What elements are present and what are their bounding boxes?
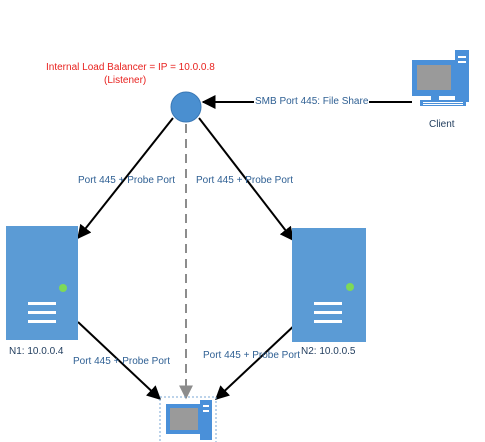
n2-to-share-arrow <box>214 321 299 400</box>
lb-to-n1-arrow <box>77 117 174 240</box>
n1-upper-link-label: Port 445 + Probe Port <box>78 175 176 186</box>
load-balancer-circle <box>170 91 202 123</box>
n2-label: N2: 10.0.0.5 <box>301 346 356 357</box>
lb-to-n2-arrow <box>198 117 294 242</box>
load-balancer-title: Internal Load Balancer = IP = 10.0.0.8 <box>46 62 215 73</box>
n1-label: N1: 10.0.0.4 <box>9 346 64 357</box>
n1-to-share-arrow <box>77 321 162 400</box>
n1-lower-link-label: Port 445 + Probe Port <box>73 356 171 367</box>
client-link-label: SMB Port 445: File Share <box>254 96 370 108</box>
load-balancer-subtitle: (Listener) <box>104 75 147 86</box>
client-computer-icon <box>412 50 469 106</box>
server-icon <box>292 228 366 342</box>
server-icon <box>6 226 78 340</box>
n2-lower-link-label: Port 445 + Probe Port <box>203 350 301 361</box>
computer-icon <box>159 396 217 442</box>
n2-upper-link-label: Port 445 + Probe Port <box>196 175 294 186</box>
client-label: Client <box>429 119 455 130</box>
